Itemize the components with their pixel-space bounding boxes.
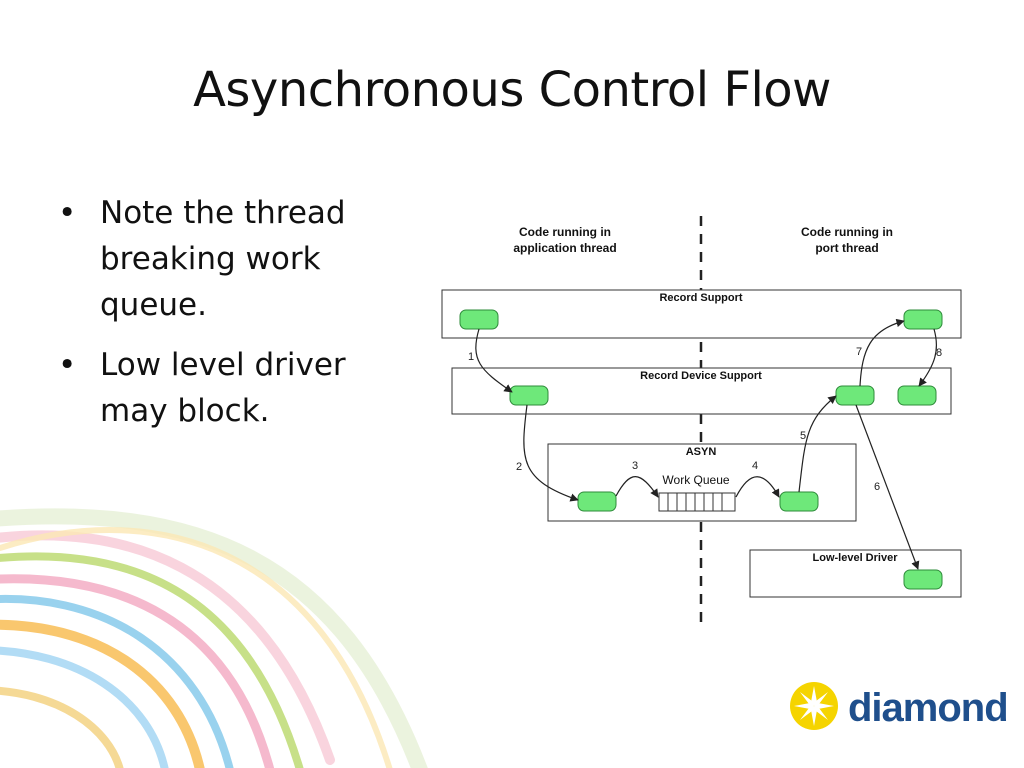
step-label-8: 8: [936, 347, 942, 359]
step-label-2: 2: [516, 461, 522, 473]
logo-text: diamond: [848, 686, 1009, 730]
bullet-text: Note the thread breaking work queue.: [100, 195, 346, 323]
bullet-text: Low level driver may block.: [100, 347, 346, 429]
step-label-4: 4: [752, 460, 758, 472]
arrow-8: [918, 328, 937, 387]
step-label-7: 7: [856, 346, 862, 358]
work-queue-label: Work Queue: [662, 473, 729, 487]
node-device-support-right: [897, 385, 937, 406]
step-label-1: 1: [468, 351, 474, 363]
arrow-5: [798, 395, 837, 493]
work-queue-cells: [658, 492, 736, 512]
step-label-6: 6: [874, 481, 880, 493]
record-device-support-label: Record Device Support: [640, 370, 762, 382]
right-header-line2: port thread: [815, 241, 878, 255]
arrow-2: [523, 404, 579, 502]
arrow-3: [615, 476, 659, 498]
record-support-box: [441, 289, 962, 339]
left-header-line2: application thread: [513, 241, 616, 255]
node-device-support-left: [509, 385, 549, 406]
slide-title: Asynchronous Control Flow: [193, 62, 831, 118]
arrow-4: [735, 476, 780, 498]
bullet-item: • Note the thread breaking work queue.: [58, 190, 418, 328]
arrow-1: [475, 328, 513, 393]
left-header-line1: Code running in: [519, 225, 611, 239]
low-level-driver-label: Low-level Driver: [813, 552, 899, 564]
node-driver: [903, 569, 943, 590]
arrow-6: [855, 404, 920, 570]
bullet-list: • Note the thread breaking work queue. •…: [58, 190, 418, 448]
step-label-3: 3: [632, 460, 638, 472]
bullet-icon: •: [58, 195, 77, 231]
arrow-7: [859, 318, 905, 387]
right-header-line1: Code running in: [801, 225, 893, 239]
step-label-5: 5: [800, 430, 806, 442]
record-support-label: Record Support: [659, 292, 742, 304]
bullet-item: • Low level driver may block.: [58, 342, 418, 434]
asyn-label: ASYN: [686, 446, 717, 458]
bullet-icon: •: [58, 347, 77, 383]
